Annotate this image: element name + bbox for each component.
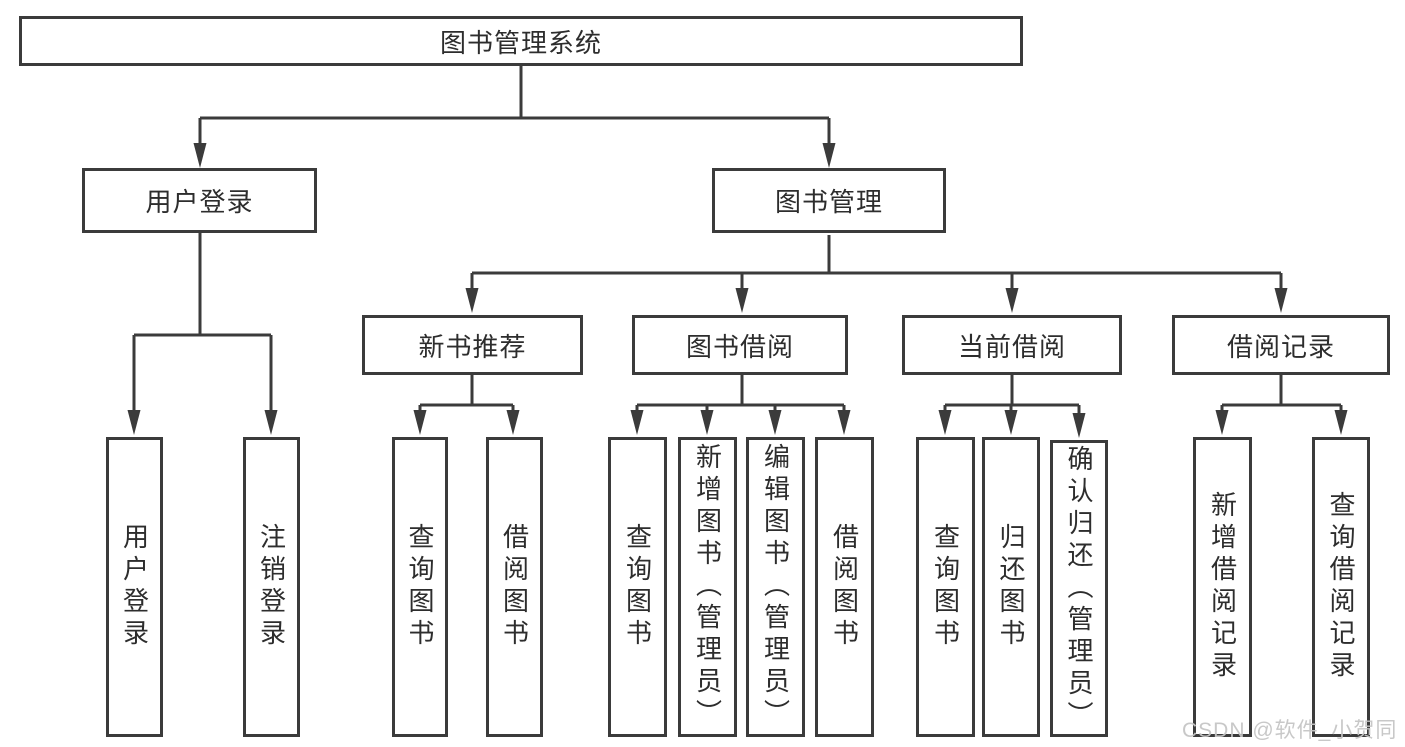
leaf-borrow-book-1: 借阅图书 [486,437,543,737]
leaf-borrow-book-2: 借阅图书 [815,437,874,737]
leaf-query-book-3: 查询图书 [916,437,975,737]
node-book-borrow: 图书借阅 [632,315,848,375]
node-new-book-recommend: 新书推荐 [362,315,583,375]
node-book-management: 图书管理 [712,168,946,233]
node-library-system: 图书管理系统 [19,16,1023,66]
node-borrow-record: 借阅记录 [1172,315,1390,375]
leaf-return-book: 归还图书 [982,437,1040,737]
leaf-query-book-2: 查询图书 [608,437,667,737]
csdn-watermark: CSDN @软件_小贺同学 [1182,719,1398,742]
leaf-edit-book-admin: 编辑图书（管理员） [746,437,805,737]
leaf-logout: 注销登录 [243,437,300,737]
leaf-query-book-1: 查询图书 [392,437,448,737]
leaf-query-borrow-record: 查询借阅记录 [1312,437,1370,737]
node-current-borrow: 当前借阅 [902,315,1122,375]
leaf-user-login: 用户登录 [106,437,163,737]
node-user-login: 用户登录 [82,168,317,233]
leaf-add-borrow-record: 新增借阅记录 [1193,437,1252,737]
leaf-confirm-return-admin: 确认归还（管理员） [1050,440,1108,737]
leaf-add-book-admin: 新增图书（管理员） [678,437,737,737]
